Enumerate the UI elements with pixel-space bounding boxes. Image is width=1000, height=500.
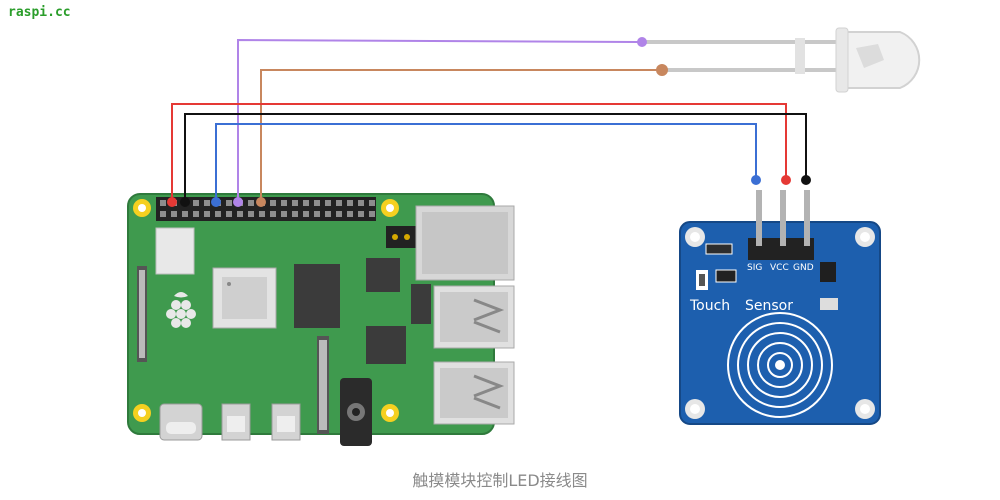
gpio-pin [303,200,309,206]
gpio-pin [325,211,331,217]
gpio-pin [248,211,254,217]
led-component [642,27,921,93]
raspberry-logo [166,292,196,328]
gpio-pin [237,211,243,217]
wire-purple [237,38,643,202]
sensor-label: Sensor [745,298,793,314]
gpio-pin [171,211,177,217]
gpio-pin [292,200,298,206]
gpio-pin [160,200,166,206]
pin-label-sig: SIG [747,263,762,273]
gpio-pin [259,211,265,217]
wire-blue [215,123,757,202]
gpio-pin [347,211,353,217]
gpio-pin [369,200,375,206]
raspberry-pi-board [127,193,515,446]
gpio-header [156,197,376,221]
pin-label-gnd: GND [793,263,814,273]
wire-endpoints [167,37,811,207]
gpio-pin [226,211,232,217]
gpio-pin [358,211,364,217]
gpio-pin [336,211,342,217]
diagram-caption: 触摸模块控制LED接线图 [412,471,588,490]
gpio-pin [336,200,342,206]
gpio-pin [292,211,298,217]
gpio-pin [270,200,276,206]
gpio-pin [270,211,276,217]
usb-ports [433,285,515,425]
gpio-pin [226,200,232,206]
gpio-pin [193,200,199,206]
touch-sensor-module: SIG VCC GND Touch Sensor [679,190,881,425]
touch-pad [727,312,833,418]
watermark: raspi.cc [8,5,71,20]
gpio-pin [182,211,188,217]
gpio-pin [303,211,309,217]
pin-label-vcc: VCC [770,263,789,273]
wire-red [171,103,787,202]
gpio-pin [369,211,375,217]
touch-label: Touch [689,298,730,314]
gpio-pin [281,211,287,217]
wire-black [184,113,807,202]
gpio-pin [281,200,287,206]
gpio-pin [193,211,199,217]
gpio-pin [248,200,254,206]
gpio-pin [314,211,320,217]
gpio-pin [347,200,353,206]
gpio-pin [160,211,166,217]
gpio-pin [204,211,210,217]
gpio-pin [325,200,331,206]
wires [171,38,807,202]
gpio-pin [215,211,221,217]
wire-brown [260,69,662,202]
gpio-pin [358,200,364,206]
gpio-pin [204,200,210,206]
gpio-pin [314,200,320,206]
